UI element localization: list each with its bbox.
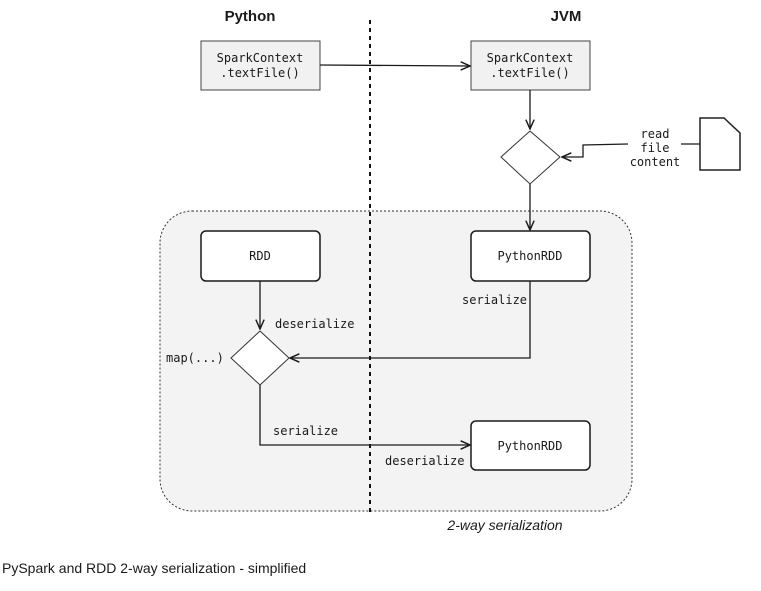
serialize-jvm-label: serialize	[462, 293, 527, 307]
python-header: Python	[225, 8, 276, 25]
deserialize-python-label: deserialize	[275, 317, 354, 331]
region-caption: 2-way serialization	[446, 517, 562, 533]
jvm-header: JVM	[551, 8, 582, 25]
jvm-spark-context-line2: .textFile()	[490, 66, 569, 80]
map-label: map(...)	[166, 351, 224, 365]
python-spark-context-line2: .textFile()	[220, 66, 299, 80]
python-rdd-top-label: PythonRDD	[497, 249, 562, 263]
file-icon	[699, 117, 741, 171]
rdd-label: RDD	[249, 249, 271, 263]
pythonrdd-to-map-arrow	[290, 281, 531, 358]
read-diamond	[500, 130, 561, 185]
python-rdd-bottom-label: PythonRDD	[497, 439, 562, 453]
deserialize-jvm-label: deserialize	[385, 454, 464, 468]
map-to-pythonrdd-arrow	[259, 385, 470, 445]
python-spark-context-box	[200, 40, 321, 91]
figure-caption: PySpark and RDD 2-way serialization - si…	[2, 560, 307, 576]
call-arrow	[319, 65, 470, 66]
read-file-content-line1: read	[641, 127, 670, 141]
serialize-python-label: serialize	[273, 424, 338, 438]
read-file-content-line3: content	[630, 155, 681, 169]
python-spark-context-line1: SparkContext	[217, 51, 304, 65]
file-to-diamond-arrow	[562, 143, 700, 157]
jvm-spark-context-line1: SparkContext	[487, 51, 574, 65]
read-file-content-line2: file	[641, 141, 670, 155]
python-rdd-bottom-box	[470, 420, 591, 471]
